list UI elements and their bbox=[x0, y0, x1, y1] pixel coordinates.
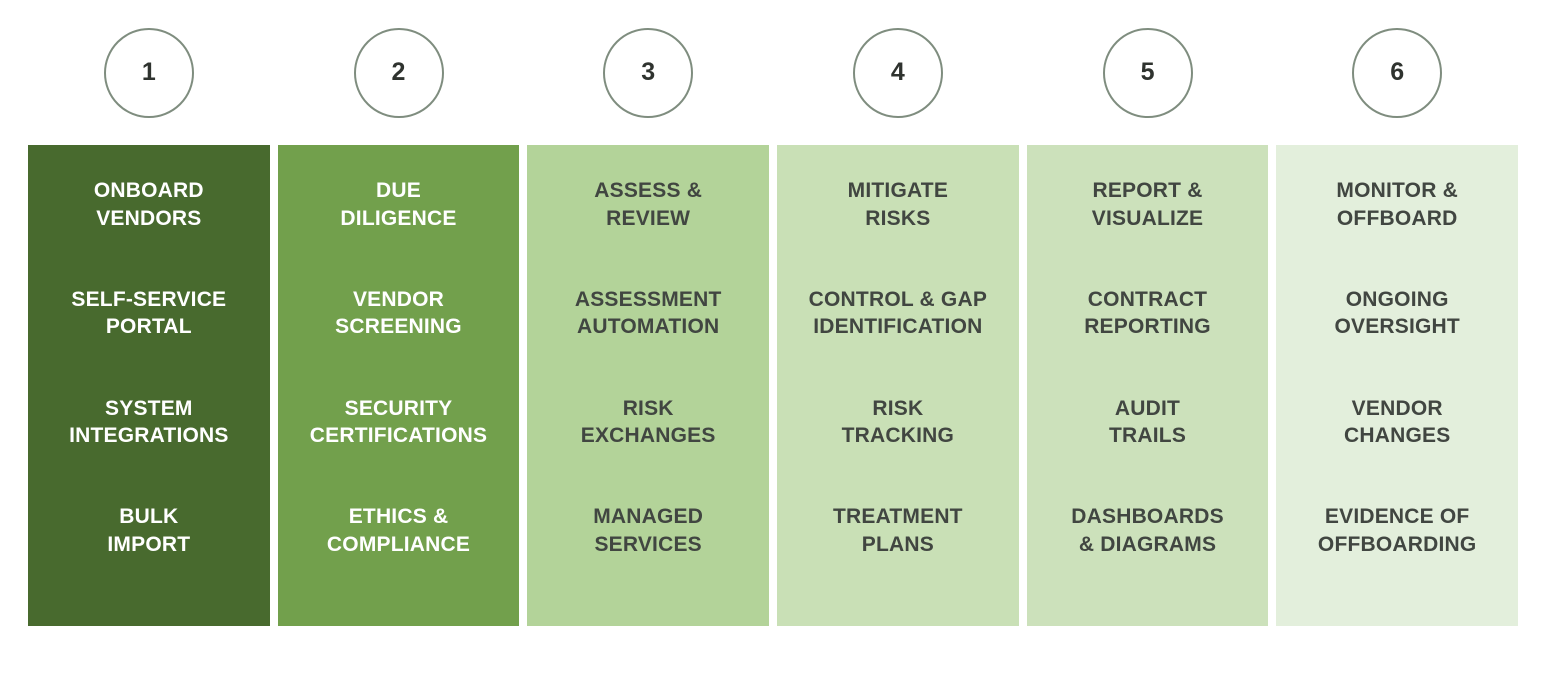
step-panel: ONBOARD VENDORS SELF-SERVICE PORTAL SYSTEM… bbox=[28, 145, 270, 626]
step-heading-cell: DUE DILIGENCE bbox=[278, 177, 520, 286]
step-item-cell: TREATMENT PLANS bbox=[777, 503, 1019, 612]
step-heading: REPORT & VISUALIZE bbox=[1091, 179, 1204, 230]
step-item-cell: ETHICS & COMPLIANCE bbox=[278, 503, 520, 612]
step-item-label: VENDOR SCREENING bbox=[335, 287, 462, 339]
step-heading-cell: MITIGATE RISKS bbox=[777, 177, 1019, 286]
step-heading-cell: ASSESS & REVIEW bbox=[527, 177, 769, 286]
step-item-label: CONTROL & GAP IDENTIFICATION bbox=[808, 287, 988, 339]
step-heading: ONBOARD VENDORS bbox=[93, 179, 204, 230]
step-item-label: CONTRACT REPORTING bbox=[1084, 287, 1211, 339]
step-circle-wrap: 6 bbox=[1276, 0, 1518, 145]
step-heading-cell: REPORT & VISUALIZE bbox=[1027, 177, 1269, 286]
step-circle-wrap: 5 bbox=[1027, 0, 1269, 145]
step-item-label: BULK IMPORT bbox=[107, 505, 191, 556]
step-item-cell: ASSESSMENT AUTOMATION bbox=[527, 286, 769, 395]
step-item-cell: CONTROL & GAP IDENTIFICATION bbox=[777, 286, 1019, 395]
step-item-cell: RISK TRACKING bbox=[777, 395, 1019, 504]
step-item-label: ETHICS & COMPLIANCE bbox=[326, 505, 471, 556]
step-item-label: RISK TRACKING bbox=[841, 396, 955, 448]
step-item-cell: DASHBOARDS & DIAGRAMS bbox=[1027, 503, 1269, 612]
step-item-cell: RISK EXCHANGES bbox=[527, 395, 769, 504]
step-item-cell: SECURITY CERTIFICATIONS bbox=[278, 395, 520, 504]
step-number-circle: 6 bbox=[1352, 27, 1443, 118]
step-item-cell: EVIDENCE OF OFFBOARDING bbox=[1276, 503, 1518, 612]
step-panel: ASSESS & REVIEW ASSESSMENT AUTOMATION RISK… bbox=[527, 145, 770, 626]
step-panel: REPORT & VISUALIZE CONTRACT REPORTING AUDI… bbox=[1026, 145, 1269, 626]
step-item-label: SYSTEM INTEGRATIONS bbox=[69, 396, 229, 448]
step-heading-cell: MONITOR & OFFBOARD bbox=[1276, 177, 1518, 286]
step-number-circle: 4 bbox=[852, 27, 943, 118]
step-number-label: 6 bbox=[1390, 58, 1405, 86]
step-item-label: SECURITY CERTIFICATIONS bbox=[309, 396, 488, 448]
step-circle-wrap: 3 bbox=[527, 0, 769, 145]
step-item-cell: VENDOR CHANGES bbox=[1276, 395, 1518, 504]
step-item-cell: CONTRACT REPORTING bbox=[1027, 286, 1269, 395]
step-number-label: 3 bbox=[641, 58, 656, 86]
step-panel: MITIGATE RISKS CONTROL & GAP IDENTIFICATI… bbox=[777, 145, 1019, 626]
step-item-cell: AUDIT TRAILS bbox=[1027, 395, 1269, 504]
step-number-circle: 5 bbox=[1102, 27, 1193, 118]
step-heading: MONITOR & OFFBOARD bbox=[1336, 179, 1458, 230]
step-number-label: 2 bbox=[391, 58, 406, 86]
step-item-cell: SYSTEM INTEGRATIONS bbox=[28, 395, 270, 504]
step-item-label: EVIDENCE OF OFFBOARDING bbox=[1317, 505, 1477, 556]
step-item-label: AUDIT TRAILS bbox=[1109, 396, 1187, 448]
step-number-circle: 2 bbox=[353, 27, 444, 118]
step-circle-wrap: 4 bbox=[777, 0, 1019, 145]
step-heading: ASSESS & REVIEW bbox=[594, 179, 703, 230]
step-number-label: 5 bbox=[1140, 58, 1155, 86]
step-circle-wrap: 1 bbox=[28, 0, 270, 145]
step-item-cell: ONGOING OVERSIGHT bbox=[1276, 286, 1518, 395]
step-item-label: MANAGED SERVICES bbox=[593, 505, 704, 556]
step-circle-wrap: 2 bbox=[278, 0, 520, 145]
step-item-label: SELF-SERVICE PORTAL bbox=[71, 287, 227, 339]
step-item-cell: VENDOR SCREENING bbox=[278, 286, 520, 395]
step-heading: MITIGATE RISKS bbox=[847, 179, 949, 230]
step-heading: DUE DILIGENCE bbox=[340, 179, 457, 230]
step-number-circle: 3 bbox=[603, 27, 694, 118]
step-panel: MONITOR & OFFBOARD ONGOING OVERSIGHT VENDO… bbox=[1276, 145, 1519, 626]
step-item-cell: BULK IMPORT bbox=[28, 503, 270, 612]
step-item-label: VENDOR CHANGES bbox=[1343, 396, 1451, 448]
step-item-label: TREATMENT PLANS bbox=[832, 505, 963, 556]
step-panel: DUE DILIGENCE VENDOR SCREENING SECURITY CE… bbox=[277, 145, 520, 626]
step-item-cell: SELF-SERVICE PORTAL bbox=[28, 286, 270, 395]
step-heading-cell: ONBOARD VENDORS bbox=[28, 177, 270, 286]
step-number-label: 4 bbox=[890, 58, 905, 86]
step-number-label: 1 bbox=[141, 58, 156, 86]
step-item-label: RISK EXCHANGES bbox=[580, 396, 716, 448]
step-item-label: DASHBOARDS & DIAGRAMS bbox=[1071, 505, 1224, 556]
step-item-cell: MANAGED SERVICES bbox=[527, 503, 769, 612]
step-item-label: ASSESSMENT AUTOMATION bbox=[574, 287, 722, 339]
step-item-label: ONGOING OVERSIGHT bbox=[1334, 287, 1460, 339]
step-number-circle: 1 bbox=[103, 27, 194, 118]
